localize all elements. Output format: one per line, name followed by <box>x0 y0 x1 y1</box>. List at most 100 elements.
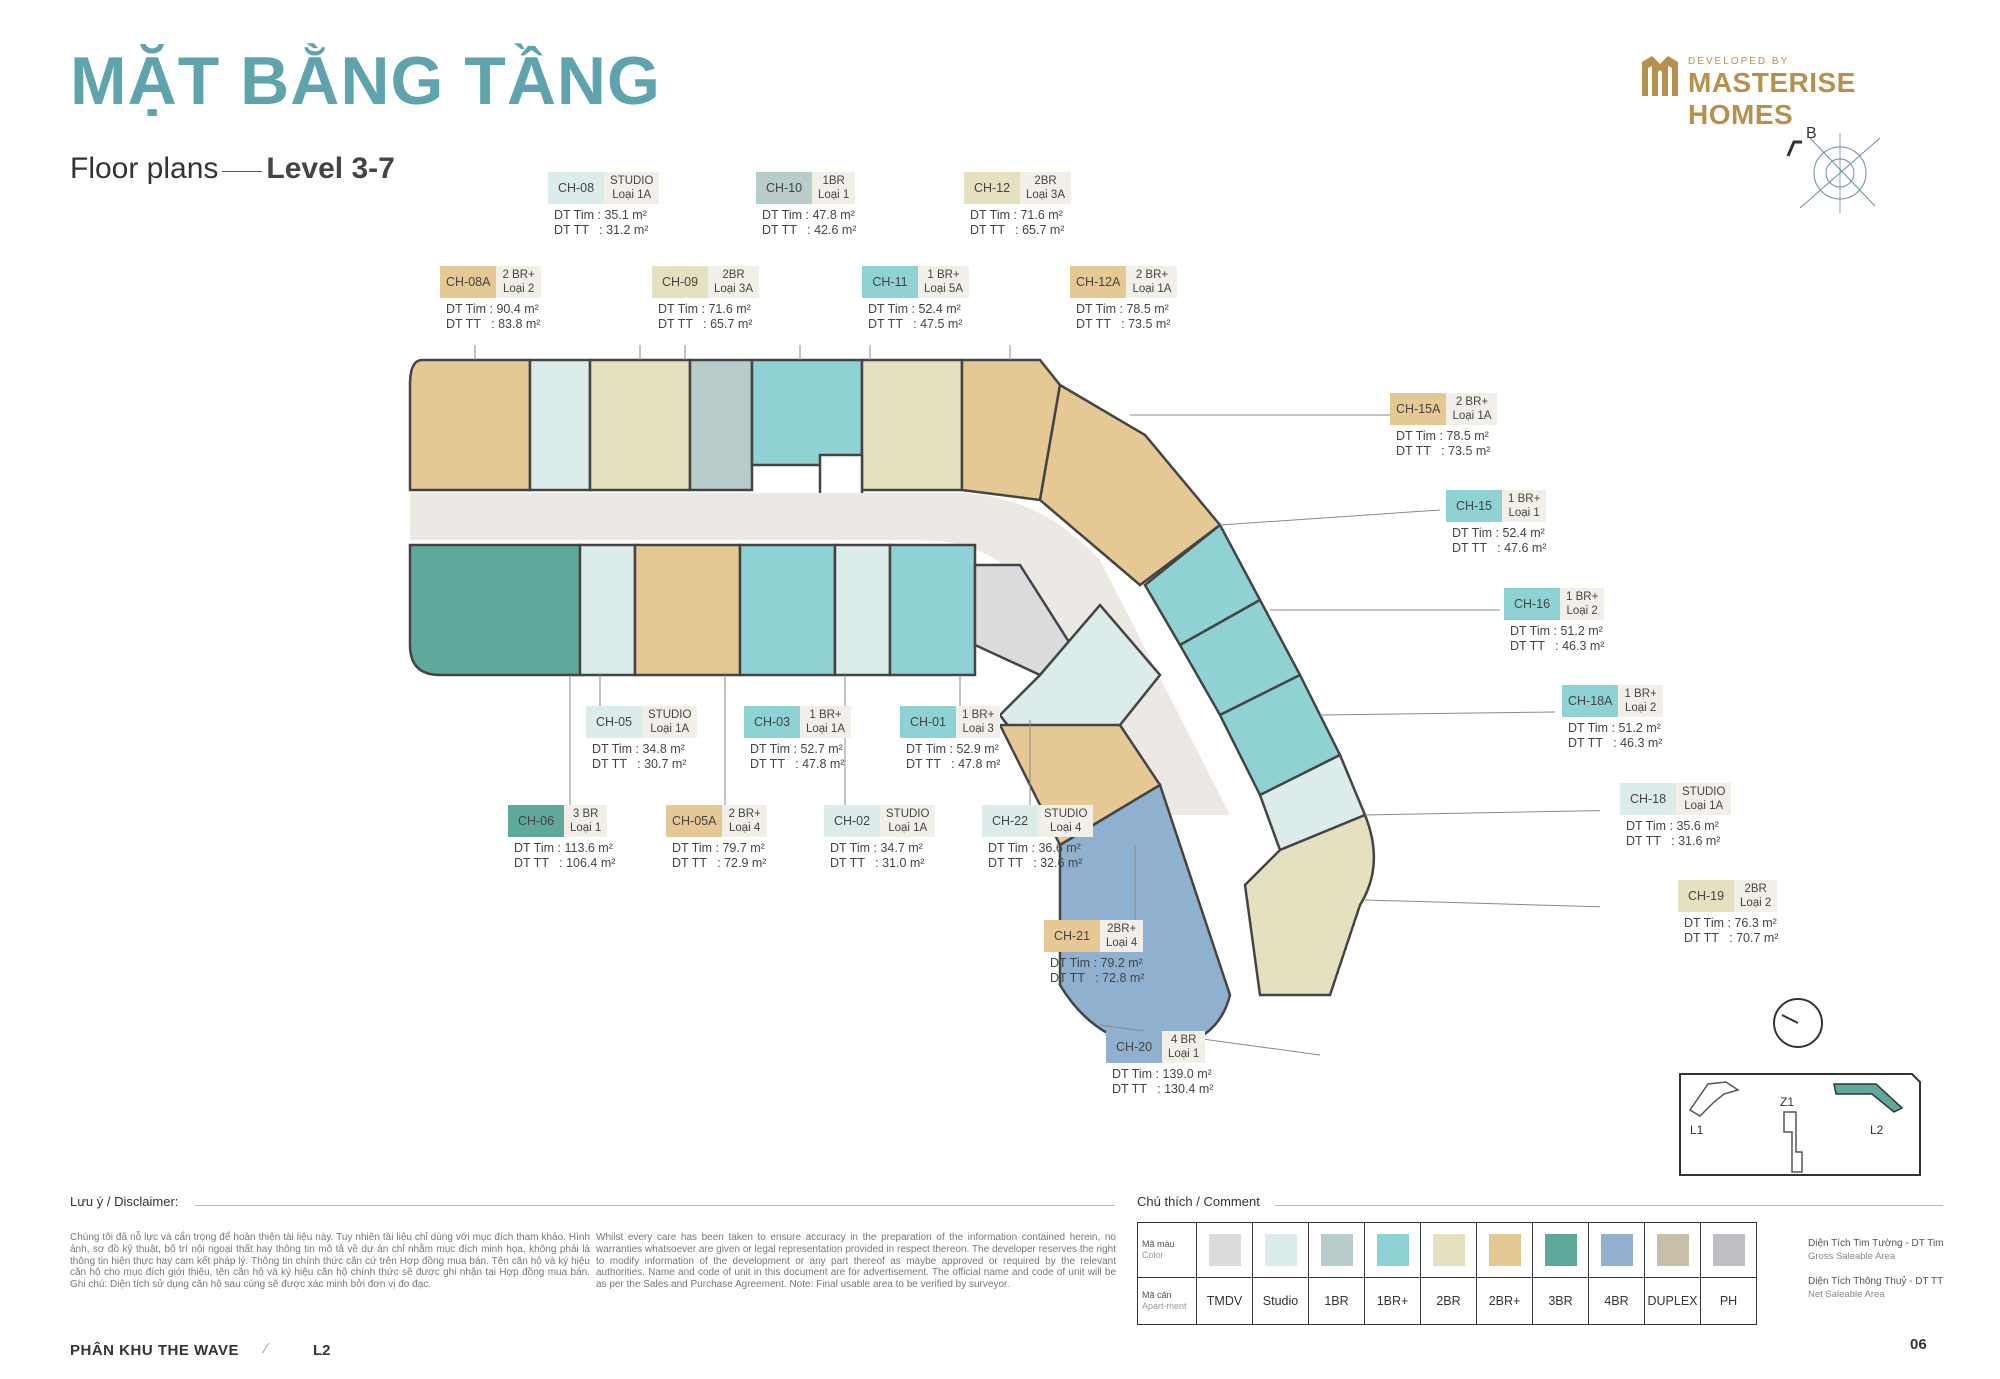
unit-ch-08a <box>408 358 532 492</box>
unit-layout: Loại 1 <box>818 189 850 201</box>
net-area: DT TT : 72.8 m² <box>1050 971 1145 985</box>
unit-type: 2BR <box>722 269 745 281</box>
legend-swatch-studio <box>1252 1222 1309 1278</box>
unit-code: CH-19 <box>1678 880 1734 912</box>
legend-swatch-tmdv <box>1196 1222 1253 1278</box>
compass-label: B <box>1806 125 1817 142</box>
unit-code: CH-08A <box>440 266 497 298</box>
net-area: DT TT : 83.8 m² <box>446 317 541 331</box>
page-number: 06 <box>1910 1336 1927 1353</box>
gross-area: DT Tim : 52.4 m² <box>1452 526 1545 540</box>
footer-level: L2 <box>313 1342 331 1359</box>
legend-type-name: 2BR <box>1420 1277 1477 1325</box>
net-area: DT TT : 31.2 m² <box>554 223 649 237</box>
unit-ch-15a <box>1038 383 1222 587</box>
net-area: DT TT : 31.0 m² <box>830 856 925 870</box>
unit-code: CH-15 <box>1446 490 1502 522</box>
unit-code: CH-05 <box>586 706 642 738</box>
unit-type: 1 BR+ <box>962 709 995 721</box>
unit-code: CH-21 <box>1044 920 1100 952</box>
key-map-l2 <box>1833 1083 1904 1113</box>
unit-type: STUDIO <box>886 808 930 820</box>
floor-plan <box>408 345 1600 1056</box>
net-area: DT TT : 46.3 m² <box>1568 736 1663 750</box>
net-area: DT TT : 31.6 m² <box>1626 834 1721 848</box>
gross-area: DT Tim : 35.1 m² <box>554 208 647 222</box>
unit-type: 2BR <box>1744 883 1767 895</box>
unit-layout: Loại 2 <box>1566 605 1598 617</box>
legend-swatch-2br <box>1420 1222 1477 1278</box>
gross-area: DT Tim : 36.6 m² <box>988 841 1081 855</box>
net-area-definition: Diện Tích Thông Thuỷ - DT TT <box>1808 1276 1944 1287</box>
gross-area: DT Tim : 35.6 m² <box>1626 819 1719 833</box>
key-map-label-l1: L1 <box>1690 1123 1704 1137</box>
legend-type-name: TMDV <box>1196 1277 1253 1325</box>
unit-type: 2 BR+ <box>1455 396 1489 408</box>
unit-code: CH-01 <box>900 706 956 738</box>
legend-swatch-duplex <box>1644 1222 1701 1278</box>
gross-area: DT Tim : 78.5 m² <box>1396 429 1489 443</box>
key-map-label-l2: L2 <box>1870 1123 1884 1137</box>
net-area: DT TT : 73.5 m² <box>1076 317 1171 331</box>
unit-type: 1 BR+ <box>927 269 960 281</box>
orientation-dial-icon <box>1773 998 1823 1048</box>
unit-code: CH-10 <box>756 172 812 204</box>
net-area: DT TT : 73.5 m² <box>1396 444 1491 458</box>
key-plan-map: L1 Z1 L2 <box>1679 1073 1921 1176</box>
net-area: DT TT : 130.4 m² <box>1112 1082 1214 1096</box>
unit-ch-03 <box>738 543 837 677</box>
legend-type-name: 1BR+ <box>1364 1277 1421 1325</box>
gross-area-definition: Diện Tích Tim Tường - DT Tim <box>1808 1238 1944 1249</box>
unit-code: CH-08 <box>548 172 604 204</box>
gross-area: DT Tim : 71.6 m² <box>970 208 1063 222</box>
unit-layout: Loại 3A <box>714 283 754 295</box>
unit-ch-08 <box>528 358 592 492</box>
unit-layout: Loại 3 <box>962 723 994 735</box>
unit-layout: Loại 2 <box>1624 702 1657 714</box>
brand-logo: DEVELOPED BY MASTERISE HOMES <box>1640 52 1940 130</box>
unit-type: 2BR <box>1034 175 1057 187</box>
unit-layout: Loại 4 <box>728 822 761 834</box>
disclaimer-english: Whilst every care has been taken to ensu… <box>596 1232 1116 1291</box>
key-map-z1 <box>1783 1111 1803 1173</box>
unit-type: 1 BR+ <box>1508 493 1541 505</box>
net-area: DT TT : 47.6 m² <box>1452 541 1547 555</box>
net-area: DT TT : 47.5 m² <box>868 317 963 331</box>
legend-swatch-1br <box>1308 1222 1365 1278</box>
unit-code: CH-05A <box>666 805 723 837</box>
gross-area: DT Tim : 78.5 m² <box>1076 302 1169 316</box>
subtitle-divider <box>222 171 263 172</box>
net-area: DT TT : 47.8 m² <box>750 757 845 771</box>
gross-area: DT Tim : 52.7 m² <box>750 742 843 756</box>
unit-code: CH-09 <box>652 266 708 298</box>
north-compass-icon: B <box>1786 125 1881 213</box>
footer-divider: ⁄ <box>265 1340 268 1357</box>
unit-ch-06 <box>408 543 582 677</box>
